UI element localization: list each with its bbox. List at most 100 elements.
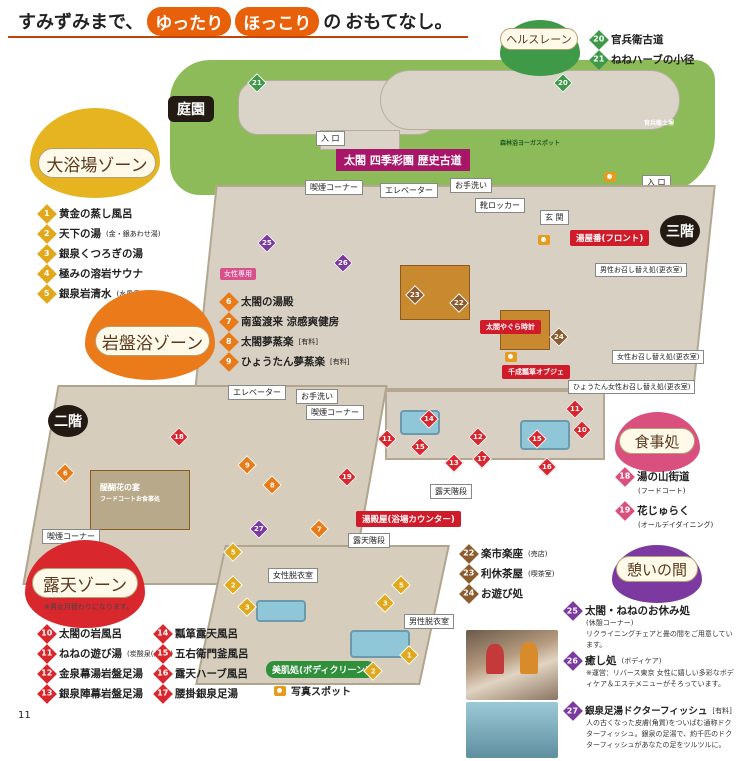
number-badge: 24: [459, 584, 479, 604]
shokuji-note-18: (フードコート): [638, 487, 686, 495]
food-court-area: [90, 470, 190, 530]
daiyokujo-title: 大浴場ゾーン: [38, 148, 156, 178]
outdoor-stairs-1: 露天階段: [430, 484, 472, 499]
number-badge: 5: [37, 284, 57, 304]
shokuji-note-19: (オールデイダイニング): [638, 521, 714, 529]
number-badge: 17: [153, 684, 173, 704]
number-badge: 2: [37, 224, 57, 244]
photo-spot-icon: [274, 685, 286, 696]
forest-yoga-label: 森林浴ヨーガスポット: [500, 140, 561, 147]
genkan-label: 玄 関: [540, 210, 569, 225]
roten-pool-2: [520, 420, 570, 450]
women-only-tag: 女性専用: [220, 268, 256, 280]
floor-tag-3f: 三階: [660, 215, 700, 247]
number-badge: 21: [589, 50, 609, 70]
photo-person-2: [520, 642, 538, 674]
restroom-2f: お手洗い: [296, 389, 338, 404]
photo-spot-icon-objet: [505, 352, 517, 362]
number-badge: 22: [459, 544, 479, 564]
elevator-3f: エレベーター: [380, 183, 438, 198]
front-desk-tag: 湯屋番(フロント): [570, 230, 650, 246]
number-badge: 7: [219, 312, 239, 332]
doctor-fish-photo: [466, 702, 558, 758]
number-badge: 20: [589, 30, 609, 50]
photo-spot-legend-label: 写真スポット: [291, 687, 351, 698]
smoking-corner-3f: 喫煙コーナー: [305, 180, 363, 195]
womens-dressing-2f: 女性脱衣室: [268, 568, 318, 583]
kanbee-wall-label: 官兵衛土塀: [644, 120, 675, 127]
headline-word-2: ほっこり: [235, 6, 320, 36]
food-court-label: 醍醐花の宴: [100, 483, 140, 492]
page-number: 11: [18, 710, 31, 721]
smoking-corner-2f-a: 喫煙コーナー: [306, 405, 364, 420]
herb-lane-title: ヘルスレーン: [500, 28, 578, 50]
mens-dressing-3f: 男性お召し替え処(更衣室): [595, 263, 688, 277]
elevator-2f: エレベーター: [228, 385, 286, 400]
marker-16[interactable]: 16: [537, 457, 557, 477]
restroom-3f: お手洗い: [450, 178, 492, 193]
hyotan-dressing-3f: ひょうたん女性お召し替え処(更衣室): [568, 380, 696, 394]
headline-post: おもてなし。: [345, 12, 453, 33]
floor-tag-2f: 二階: [48, 405, 88, 437]
bath-counter-tag: 湯殿屋(浴場カウンター): [356, 511, 461, 527]
number-badge: 1: [37, 204, 57, 224]
photo-spot-icon-front: [538, 235, 550, 245]
food-court-sublabel: フードコートお食事処: [100, 496, 161, 503]
headline-word-1: ゆったり: [147, 6, 232, 36]
floor-tag-garden: 庭園: [168, 96, 214, 122]
headline-pre: すみずみまで、: [18, 12, 144, 33]
photo-spot-icon-garden: [604, 172, 616, 182]
garden-gate-banner: 太閤 四季彩園 歴史古道: [336, 149, 470, 171]
number-badge: 23: [459, 564, 479, 584]
number-badge: 4: [37, 264, 57, 284]
shoe-locker: 靴ロッカー: [475, 198, 525, 213]
number-badge: 14: [153, 624, 173, 644]
outdoor-stairs-2: 露天階段: [348, 533, 390, 548]
ganban-title: 岩盤浴ゾーン: [95, 326, 210, 356]
number-badge: 8: [219, 332, 239, 352]
headline-mid: の: [323, 12, 342, 33]
sensei-objet-tag: 千成瓢箪オブジェ: [502, 365, 570, 379]
number-badge: 3: [37, 244, 57, 264]
number-badge: 13: [37, 684, 57, 704]
number-badge: 9: [219, 352, 239, 372]
number-badge: 12: [37, 664, 57, 684]
bath-pool-1: [256, 600, 306, 622]
taiko-clock-tag: 太閤やぐら時計: [480, 320, 541, 334]
number-badge: 10: [37, 624, 57, 644]
number-badge: 11: [37, 644, 57, 664]
mens-dressing-2f: 男性脱衣室: [404, 614, 454, 629]
page-headline: すみずみまで、 ゆったり ほっこり の おもてなし。: [18, 6, 453, 36]
